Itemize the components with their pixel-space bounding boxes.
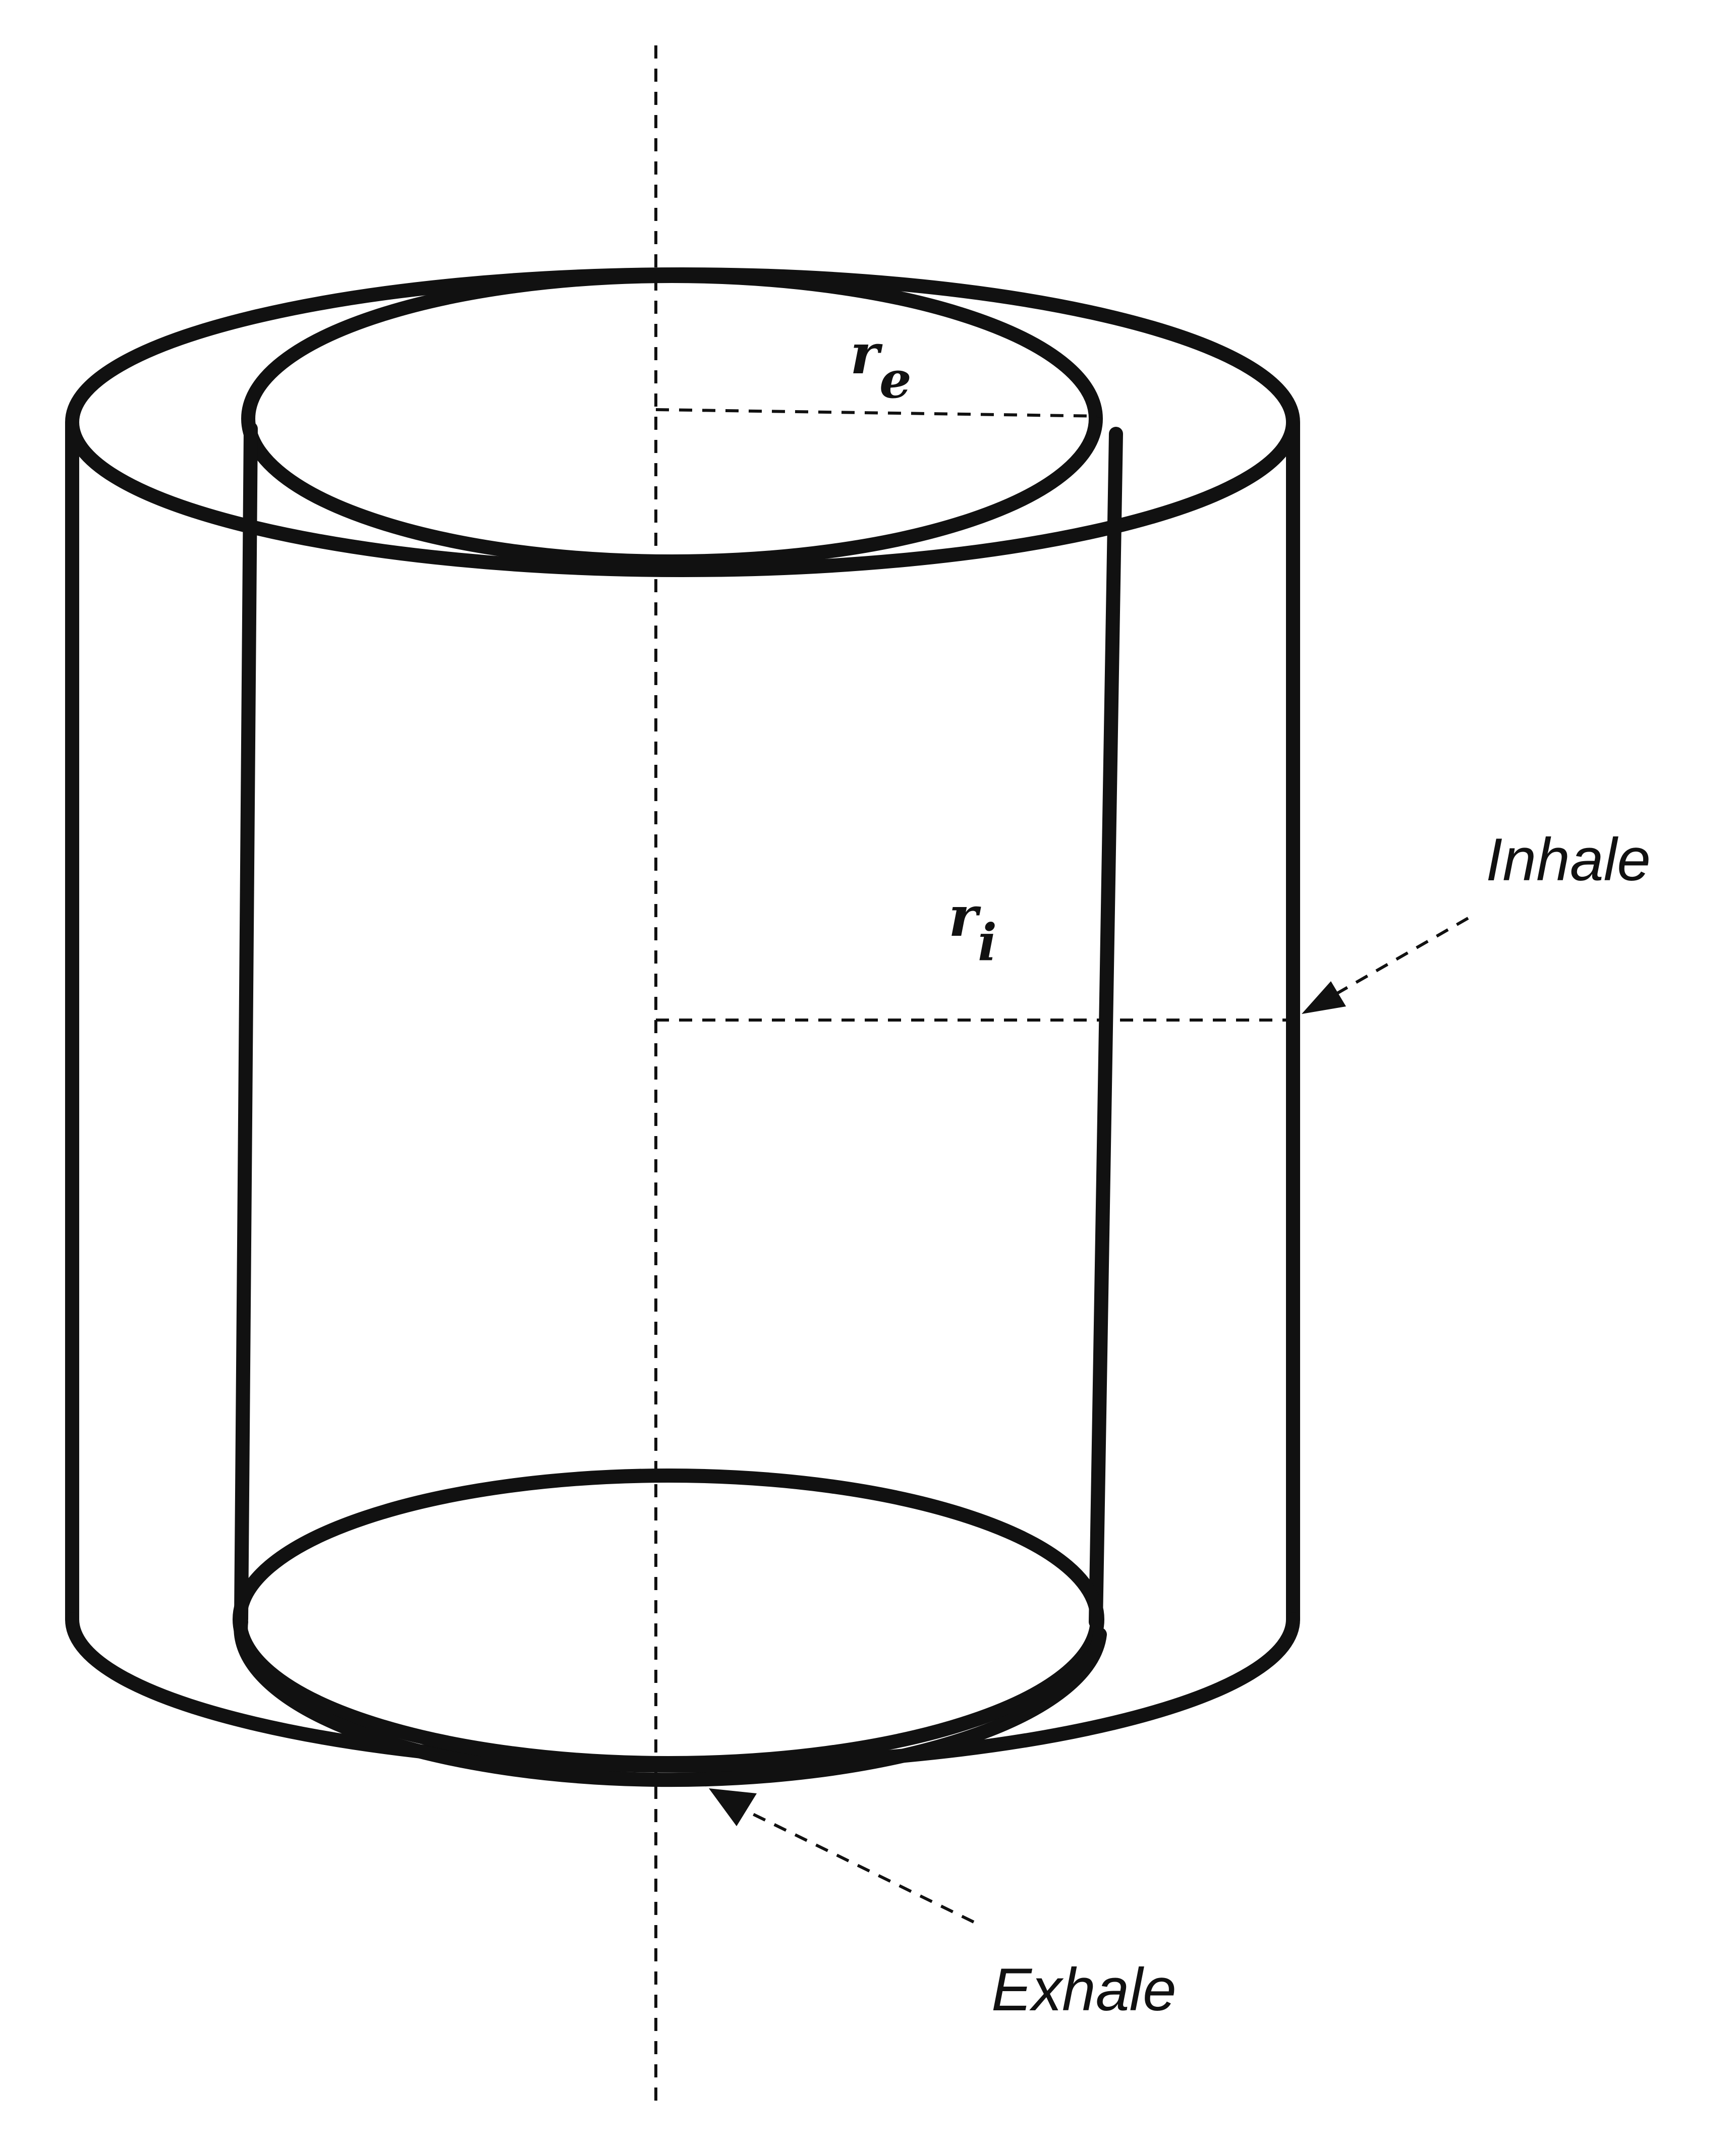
exhale-arrow-line — [746, 1810, 975, 1924]
r-i-symbol: ri — [948, 884, 997, 972]
r-e-main: r — [850, 321, 883, 386]
r-i-main: r — [948, 884, 981, 949]
r-e-radius-line — [655, 408, 1103, 418]
inner-right-wall — [1089, 427, 1123, 1629]
r-i-subscript: i — [978, 913, 997, 972]
outer-bottom-arc — [65, 1612, 1300, 1773]
exhale-label: Exhale — [991, 1956, 1177, 2023]
exhale-arrow — [709, 1788, 975, 1924]
exhale-arrow-head — [709, 1788, 757, 1826]
inhale-label: Inhale — [1486, 826, 1651, 893]
inhale-arrow — [1302, 917, 1469, 1014]
r-e-symbol: re — [850, 321, 912, 410]
inner-bottom-front-arc — [234, 1615, 1107, 1787]
inhale-arrow-head — [1302, 981, 1346, 1014]
inner-cylinder — [233, 269, 1123, 1787]
inner-top-ellipse — [241, 269, 1103, 569]
inner-bottom-ellipse — [233, 1469, 1104, 1770]
r-e-subscript: e — [879, 350, 912, 410]
inner-left-wall — [234, 422, 258, 1626]
inhale-arrow-line — [1331, 917, 1469, 998]
